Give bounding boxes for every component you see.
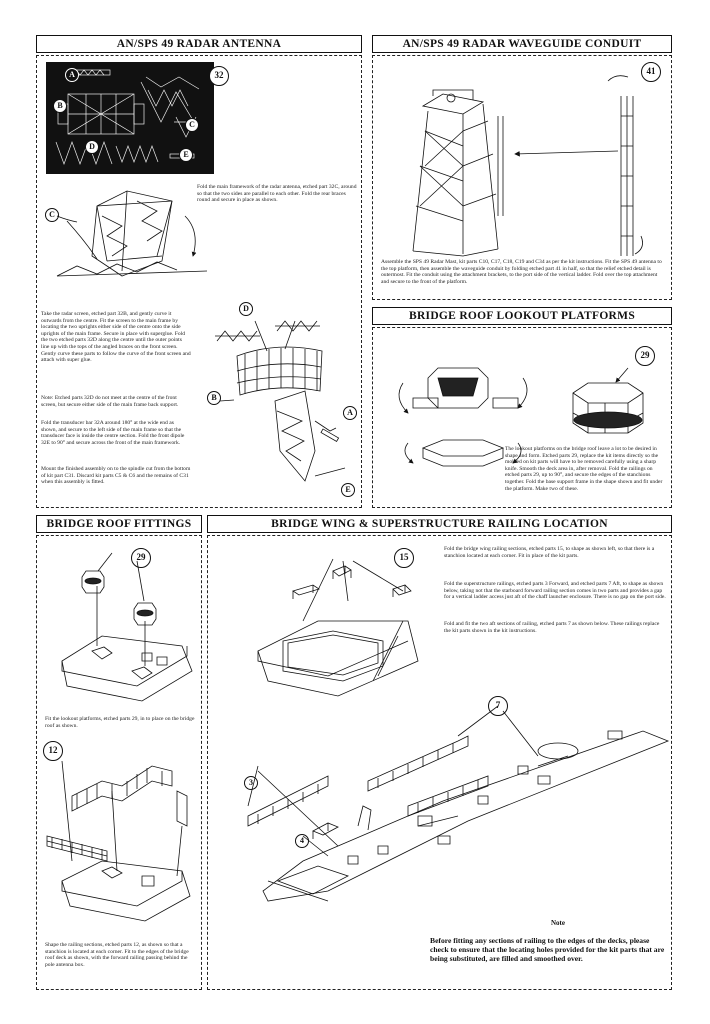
callout-12-fittings: 12	[43, 741, 63, 761]
callout-29-fittings: 29	[131, 548, 151, 568]
note-title: Note	[551, 919, 565, 927]
letter-d-assembly: D	[239, 302, 253, 316]
letter-b-assembly: B	[207, 391, 221, 405]
fittings-title: BRIDGE ROOF FITTINGS	[36, 515, 202, 533]
letter-e: E	[179, 148, 193, 162]
radar-fold-text: Fold the main framework of the radar ant…	[197, 184, 357, 204]
lookout-panel: 29 The lookout platforms on the bridge r…	[372, 327, 672, 508]
radar-assembly-drawing	[215, 320, 346, 482]
waveguide-title: AN/SPS 49 RADAR WAVEGUIDE CONDUIT	[372, 35, 672, 53]
fittings-panel: 29 Fit the lookout platforms, etched par…	[36, 535, 202, 990]
radar-mast-drawing	[412, 75, 643, 257]
letter-e-assembly: E	[341, 483, 355, 497]
fittings-top-text: Fit the lookout platforms, etched parts …	[45, 716, 195, 729]
railing-panel: 15 Fold the bridge wing railing sections…	[207, 535, 672, 990]
railing-text-2: Fold the superstructure railings, etched…	[444, 581, 666, 601]
railing-text-1: Fold the bridge wing railing sections, e…	[444, 546, 655, 559]
bridge-roof-top-drawing	[61, 552, 193, 702]
waveguide-text: Assemble the SPS 49 Radar Mast, kit part…	[381, 259, 662, 285]
bridge-roof-railings-drawing	[46, 760, 191, 922]
frame-32c-drawing	[56, 190, 208, 277]
radar-note-text: Note: Etched parts 32D do not meet at th…	[41, 395, 179, 408]
callout-15: 15	[394, 548, 414, 568]
lookout-platform-drawing	[398, 367, 644, 467]
waveguide-panel: 41 Assemble the SPS 49 Radar Mast, kit p…	[372, 55, 672, 300]
callout-32: 32	[209, 66, 229, 86]
note-text: Before fitting any sections of railing t…	[430, 936, 665, 963]
letter-b: B	[53, 99, 67, 113]
railing-text-3: Fold and fit the two aft sections of rai…	[444, 621, 660, 634]
lookout-title: BRIDGE ROOF LOOKOUT PLATFORMS	[372, 307, 672, 325]
callout-41: 41	[641, 62, 661, 82]
radar-screen-text: Take the radar screen, etched part 32B, …	[41, 311, 191, 364]
fittings-bottom-text: Shape the railing sections, etched parts…	[45, 942, 189, 968]
letter-d: D	[85, 140, 99, 154]
letter-a-assembly: A	[343, 406, 357, 420]
lookout-text: The lookout platforms on the bridge roof…	[505, 446, 663, 492]
callout-29-lookout: 29	[635, 346, 655, 366]
letter-a: A	[65, 68, 79, 82]
radar-antenna-title: AN/SPS 49 RADAR ANTENNA	[36, 35, 362, 53]
letter-c: C	[185, 118, 199, 132]
bridge-wing-drawing	[257, 558, 419, 697]
radar-mount-text: Mount the finished assembly on to the sp…	[41, 466, 191, 486]
letter-c-frame: C	[45, 208, 59, 222]
railing-title: BRIDGE WING & SUPERSTRUCTURE RAILING LOC…	[207, 515, 672, 533]
radar-transducer-text: Fold the transducer bar 32A around 180° …	[41, 420, 185, 446]
radar-antenna-panel: 32 A B C D E C Fold the main framework o…	[36, 55, 362, 508]
superstructure-drawing	[247, 705, 670, 902]
